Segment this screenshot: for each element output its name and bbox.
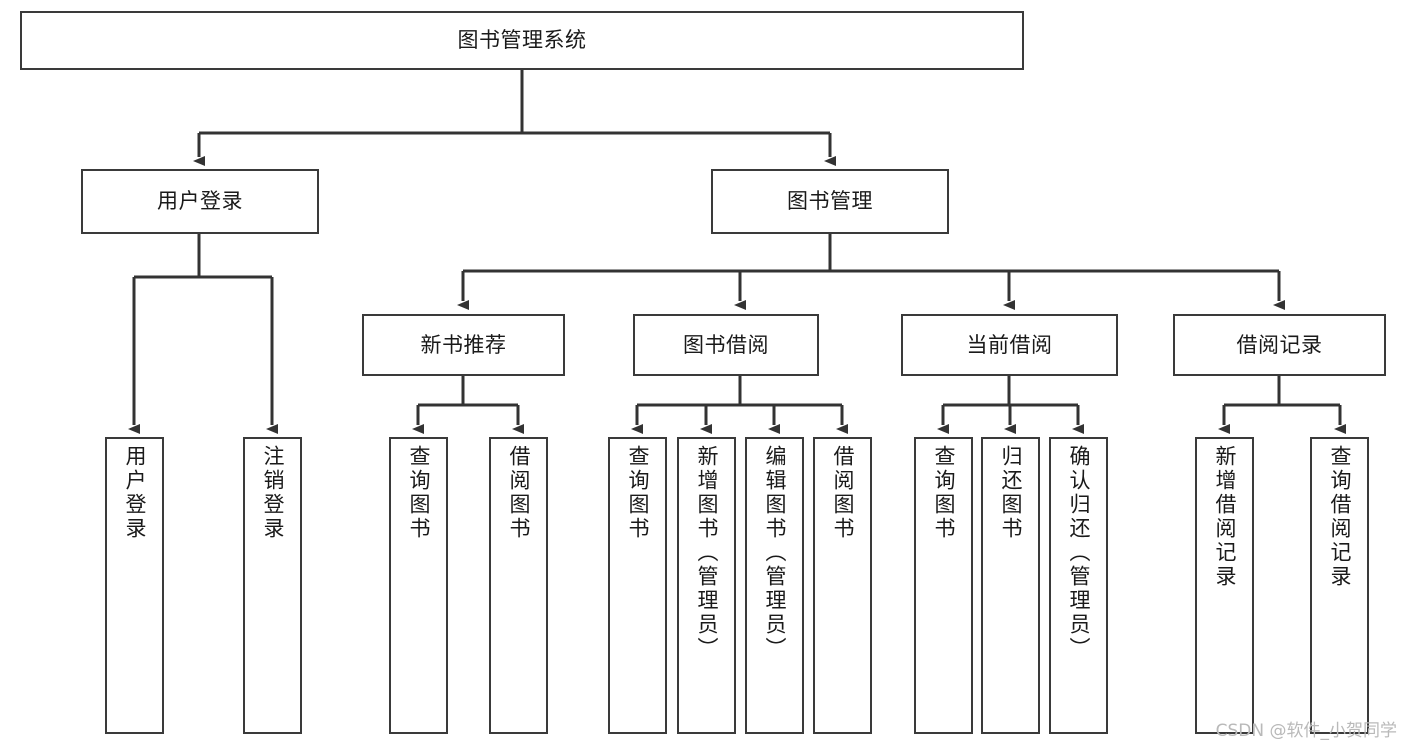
node-label: 确认归还（管理员） bbox=[1067, 445, 1091, 661]
node-label: 借阅图书 bbox=[507, 445, 531, 541]
node-borrow-record[interactable]: 借阅记录 bbox=[1173, 314, 1386, 376]
leaf-user-login[interactable]: 用户登录 bbox=[105, 437, 164, 734]
node-label: 当前借阅 bbox=[966, 332, 1053, 357]
node-label: 查询借阅记录 bbox=[1328, 445, 1352, 589]
leaf-br-query-record[interactable]: 查询借阅记录 bbox=[1310, 437, 1369, 734]
node-new-book-recommend[interactable]: 新书推荐 bbox=[362, 314, 565, 376]
node-label: 新增图书（管理员） bbox=[695, 445, 719, 661]
leaf-nbr-borrow-book[interactable]: 借阅图书 bbox=[489, 437, 548, 734]
leaf-logout[interactable]: 注销登录 bbox=[243, 437, 302, 734]
node-label: 用户登录 bbox=[123, 445, 147, 541]
leaf-cb-return-book[interactable]: 归还图书 bbox=[981, 437, 1040, 734]
node-root-book-management-system[interactable]: 图书管理系统 bbox=[20, 11, 1024, 70]
leaf-bb-query-book[interactable]: 查询图书 bbox=[608, 437, 667, 734]
node-label: 图书借阅 bbox=[683, 332, 769, 357]
leaf-bb-edit-book-admin[interactable]: 编辑图书（管理员） bbox=[745, 437, 804, 734]
node-label: 编辑图书（管理员） bbox=[763, 445, 787, 661]
node-label: 查询图书 bbox=[407, 445, 431, 541]
node-book-management[interactable]: 图书管理 bbox=[711, 169, 949, 234]
leaf-br-add-record[interactable]: 新增借阅记录 bbox=[1195, 437, 1254, 734]
node-current-borrow[interactable]: 当前借阅 bbox=[901, 314, 1118, 376]
leaf-bb-add-book-admin[interactable]: 新增图书（管理员） bbox=[677, 437, 736, 734]
node-label: 新增借阅记录 bbox=[1213, 445, 1237, 589]
leaf-cb-query-book[interactable]: 查询图书 bbox=[914, 437, 973, 734]
node-label: 借阅记录 bbox=[1236, 332, 1323, 357]
node-label: 查询图书 bbox=[932, 445, 956, 541]
node-book-borrow[interactable]: 图书借阅 bbox=[633, 314, 819, 376]
leaf-bb-borrow-book[interactable]: 借阅图书 bbox=[813, 437, 872, 734]
node-label: 注销登录 bbox=[261, 445, 285, 541]
node-label: 图书管理系统 bbox=[457, 28, 587, 53]
node-label: 图书管理 bbox=[787, 189, 873, 214]
node-label: 归还图书 bbox=[999, 445, 1023, 541]
node-user-login[interactable]: 用户登录 bbox=[81, 169, 319, 234]
node-label: 用户登录 bbox=[157, 189, 243, 214]
node-label: 新书推荐 bbox=[420, 332, 507, 357]
node-label: 查询图书 bbox=[626, 445, 650, 541]
leaf-nbr-query-book[interactable]: 查询图书 bbox=[389, 437, 448, 734]
leaf-cb-confirm-return-admin[interactable]: 确认归还（管理员） bbox=[1049, 437, 1108, 734]
node-label: 借阅图书 bbox=[831, 445, 855, 541]
